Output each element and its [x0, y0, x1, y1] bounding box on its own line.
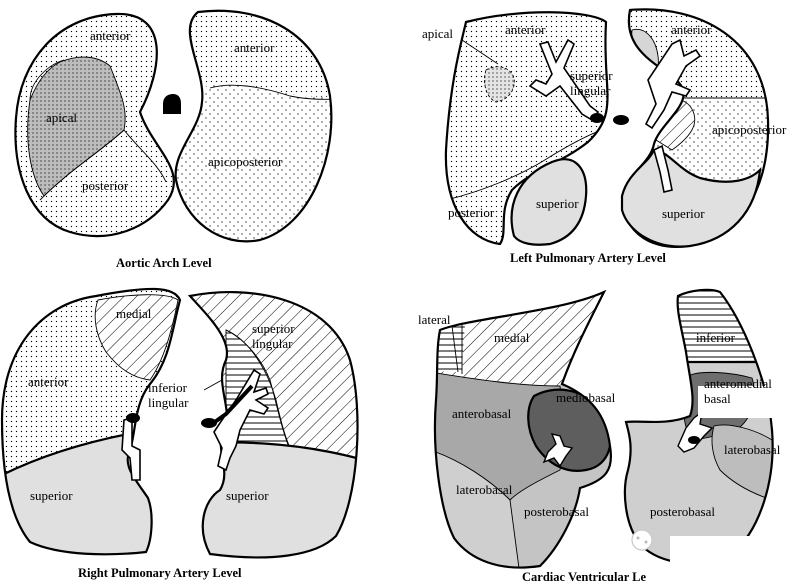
label-medial: medial [494, 330, 530, 345]
watermark-icon [631, 529, 653, 551]
label-anterior: anterior [234, 40, 275, 55]
label-superior: superior [30, 488, 73, 503]
label-superior: superior [226, 488, 269, 503]
label-box [698, 386, 780, 418]
label-apicoposterior: apicoposterior [208, 154, 283, 169]
label-mediobasal: mediobasal [556, 390, 616, 405]
caption-mask [670, 536, 799, 583]
panel-cardiac-ventricular: lateral medial anterobasal mediobasal la… [418, 288, 799, 583]
label-posterobasal: posterobasal [650, 504, 715, 519]
panel-aortic-arch: anterior apical posterior anterior apico… [14, 9, 333, 270]
label-line: lingular [252, 336, 293, 351]
caption-right-pulmonary-artery-level: Right Pulmonary Artery Level [78, 566, 242, 580]
label-posterobasal: posterobasal [524, 504, 589, 519]
label-superior: superior [536, 196, 579, 211]
label-medial: medial [116, 306, 152, 321]
label-line: basal [704, 391, 731, 406]
label-anterior: anterior [671, 22, 712, 37]
label-apicoposterior: apicoposterior [712, 122, 787, 137]
label-laterobasal: laterobasal [724, 442, 781, 457]
caption-cardiac-ventricular-level: Cardiac Ventricular Le [522, 570, 647, 583]
label-superior: superior [662, 206, 705, 221]
caption-left-pulmonary-artery-level: Left Pulmonary Artery Level [510, 251, 666, 265]
label-anterobasal: anterobasal [452, 406, 512, 421]
label-anterior: anterior [90, 28, 131, 43]
label-anterior: anterior [28, 374, 69, 389]
caption-aortic-arch-level: Aortic Arch Level [116, 256, 212, 270]
label-posterior: posterior [448, 205, 495, 220]
label-posterior: posterior [82, 178, 129, 193]
label-line: lingular [570, 83, 611, 98]
label-inferior: inferior [696, 330, 736, 345]
trachea-shape [163, 94, 181, 114]
label-anterior: anterior [505, 22, 546, 37]
label-line: lingular [148, 395, 189, 410]
superior-segment-left [510, 158, 588, 246]
label-laterobasal: laterobasal [456, 482, 513, 497]
label-apical: apical [422, 26, 453, 41]
label-lateral: lateral [418, 312, 451, 327]
label-apical: apical [46, 110, 77, 125]
